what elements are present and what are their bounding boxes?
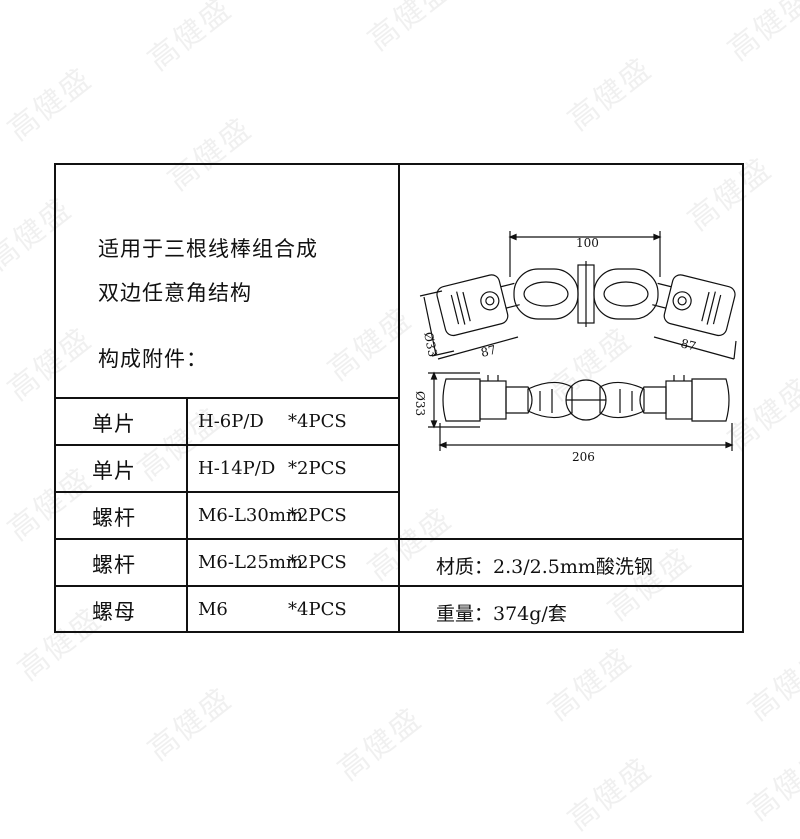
link-slot	[603, 281, 649, 307]
extension-line	[733, 340, 737, 360]
extension-line	[419, 290, 443, 297]
arrow	[438, 441, 447, 449]
intro-line-2: 双边任意角结构	[98, 281, 252, 305]
dimension-label: Ø33	[421, 331, 440, 358]
dimension-label: 100	[576, 236, 599, 250]
bolt	[485, 296, 495, 306]
row-line	[56, 538, 742, 540]
arm-joint	[652, 304, 667, 309]
outer-arm-left	[436, 274, 509, 337]
row-line	[56, 397, 398, 399]
arm-slot	[450, 294, 460, 325]
link-body	[527, 381, 573, 419]
part-spec: H-6P/D	[198, 411, 264, 432]
row-line	[56, 444, 398, 446]
technical-drawing: 100 Ø33 87 87 Ø33 206	[413, 231, 737, 464]
watermark: 高健盛	[331, 701, 429, 789]
outer-arm-right	[663, 274, 736, 337]
part-qty: *4PCS	[288, 411, 347, 432]
arm-joint	[500, 282, 515, 288]
arm-joint	[505, 304, 520, 309]
dimension-label: Ø33	[413, 391, 427, 416]
label-divider	[186, 397, 188, 631]
arm-slot	[712, 294, 722, 325]
part-spec: M6	[198, 599, 228, 620]
watermark: 高健盛	[561, 51, 659, 139]
row-line	[56, 491, 398, 493]
watermark: 高健盛	[141, 681, 239, 769]
end-cap-right	[691, 378, 730, 422]
arm-slot	[462, 291, 471, 322]
intro-line-1: 适用于三根线棒组合成	[98, 237, 318, 261]
dimension-label: 206	[572, 450, 595, 464]
dimension-line	[423, 296, 437, 356]
arm-slot	[706, 291, 716, 325]
arrow	[508, 233, 517, 241]
inner-link-left	[513, 268, 579, 320]
end-cap-left	[442, 378, 481, 422]
watermark: 高健盛	[541, 641, 639, 729]
dimension-line	[437, 336, 519, 360]
intro-line-3: 构成附件：	[98, 347, 208, 371]
dimension-label: 87	[679, 336, 697, 353]
arrow	[725, 441, 734, 449]
watermark: 高健盛	[141, 0, 239, 79]
watermark: 高健盛	[741, 741, 800, 829]
column-divider	[398, 165, 400, 631]
weight-spec: 重量：374g/套	[436, 603, 567, 625]
watermark: 高健盛	[1, 61, 99, 149]
material-spec: 材质：2.3/2.5mm酸洗钢	[436, 556, 653, 578]
part-name: 螺杆	[92, 553, 136, 577]
part-qty: *2PCS	[288, 458, 347, 479]
watermark: 高健盛	[741, 641, 800, 729]
arrow	[653, 233, 662, 241]
bolt-hole	[672, 291, 692, 311]
clamp-block	[479, 380, 507, 420]
arrow	[430, 371, 438, 380]
part-name: 单片	[92, 412, 136, 436]
row-line	[56, 585, 742, 587]
part-name: 单片	[92, 459, 136, 483]
part-spec: H-14P/D	[198, 458, 276, 479]
watermark: 高健盛	[561, 751, 659, 839]
dimension-label: 87	[479, 343, 497, 360]
part-qty: *2PCS	[288, 552, 347, 573]
part-spec: M6-L30mm	[198, 505, 303, 526]
link-slot	[523, 281, 569, 307]
part-name: 螺杆	[92, 506, 136, 530]
clamp-block	[665, 380, 693, 420]
extension-line	[431, 350, 455, 357]
watermark: 高健盛	[721, 0, 800, 69]
arm-slot	[701, 291, 710, 322]
arrow	[430, 420, 438, 429]
part-name: 螺母	[92, 600, 136, 624]
watermark: 高健盛	[361, 0, 459, 59]
inner-link-right	[593, 268, 659, 320]
spec-sheet: 适用于三根线棒组合成 双边任意角结构 构成附件： 单片 H-6P/D *4PCS…	[54, 163, 744, 633]
part-qty: *4PCS	[288, 599, 347, 620]
bolt-hole	[480, 291, 500, 311]
link-body	[599, 381, 645, 419]
part-qty: *2PCS	[288, 505, 347, 526]
part-spec: M6-L25mm	[198, 552, 303, 573]
bolt	[677, 296, 687, 306]
arm-joint	[657, 282, 672, 288]
clamp-block	[639, 386, 667, 414]
clamp-block	[505, 386, 533, 414]
dimension-line	[653, 336, 735, 360]
arm-slot	[456, 291, 466, 325]
